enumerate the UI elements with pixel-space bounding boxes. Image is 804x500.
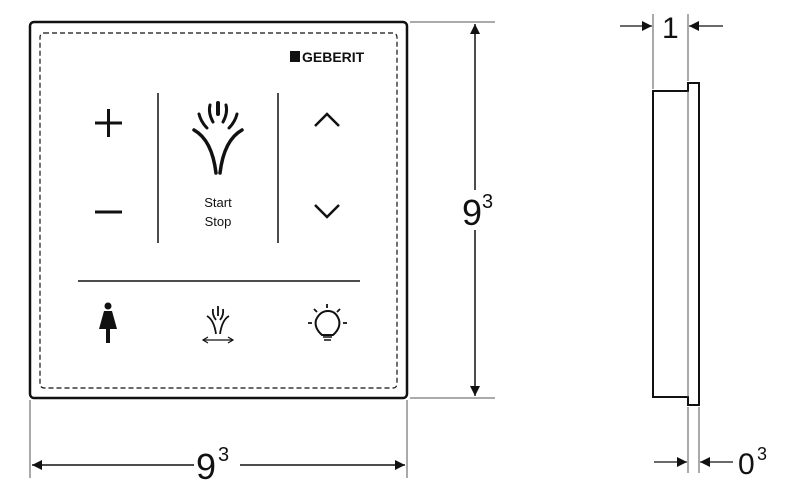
flange-dimension: 0 3 xyxy=(654,407,767,481)
panel-outline xyxy=(28,20,409,400)
svg-text:0: 0 xyxy=(738,448,755,481)
spray-icon[interactable] xyxy=(192,101,244,175)
start-label: Start xyxy=(204,195,232,210)
spray-width-icon[interactable] xyxy=(201,306,235,344)
svg-text:GEBERIT: GEBERIT xyxy=(302,49,365,65)
height-dimension: 9 3 xyxy=(410,21,495,399)
chevron-down-icon[interactable] xyxy=(314,204,340,219)
front-view: GEBERIT Start Stop xyxy=(28,20,409,400)
stop-label: Stop xyxy=(205,214,232,229)
svg-text:3: 3 xyxy=(482,191,493,213)
side-view xyxy=(652,82,700,406)
plus-icon[interactable] xyxy=(95,109,122,137)
svg-text:9: 9 xyxy=(196,446,216,487)
panel-dashed-border xyxy=(39,32,398,389)
chevron-up-icon[interactable] xyxy=(314,112,340,127)
svg-text:1: 1 xyxy=(662,12,679,45)
depth-dimension: 1 xyxy=(620,12,723,89)
geberit-logo: GEBERIT xyxy=(290,49,365,65)
svg-text:9: 9 xyxy=(462,192,482,233)
width-dimension: 9 3 xyxy=(29,400,408,487)
light-bulb-icon[interactable] xyxy=(308,304,347,341)
svg-text:3: 3 xyxy=(218,444,229,466)
lady-wash-icon[interactable] xyxy=(99,302,117,344)
svg-text:3: 3 xyxy=(757,444,767,464)
